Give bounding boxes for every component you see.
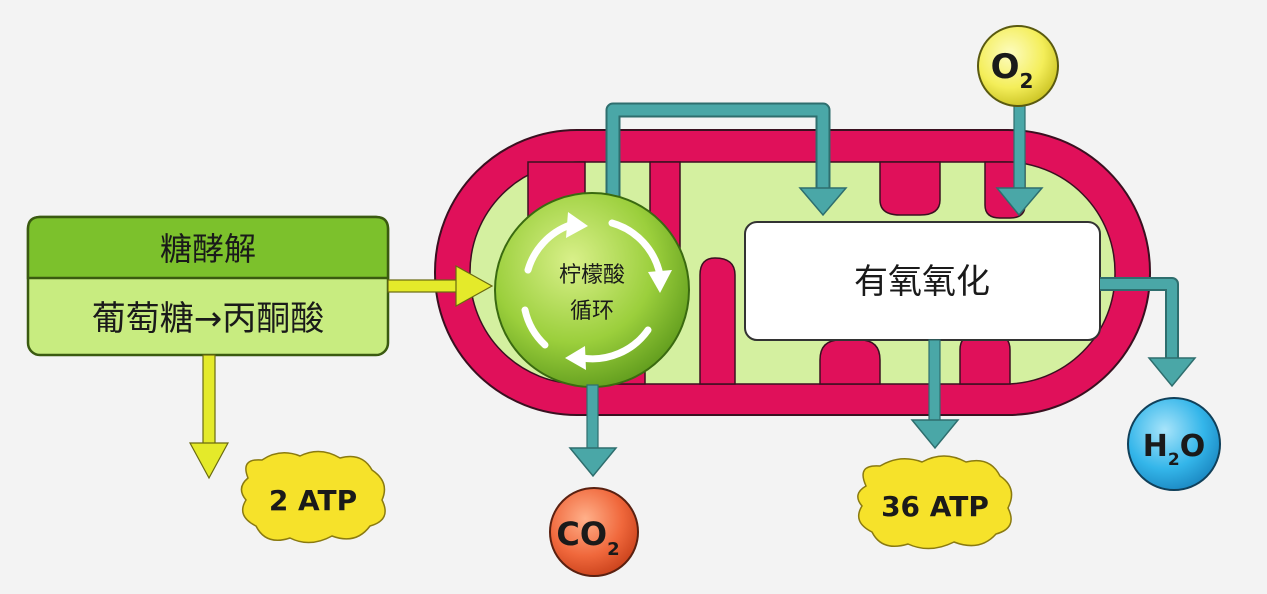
co2-arrow: [568, 384, 618, 478]
glycolysis-atp-label: 2 ATP: [269, 484, 357, 517]
oxidation-label: 有氧氧化: [854, 262, 990, 302]
o2-main: O: [991, 47, 1020, 87]
cycle-arrows-icon: [521, 212, 672, 370]
h2o-sub: 2: [1168, 450, 1180, 470]
h2o-pre: H: [1143, 429, 1168, 464]
glycolysis-atp-arrow: [188, 354, 230, 480]
h2o-arrow: [1100, 277, 1197, 388]
oxidation-atp-label: 36 ATP: [881, 490, 989, 523]
glycolysis-reaction: 葡萄糖→丙酮酸: [92, 299, 325, 339]
glycolysis-box: 糖酵解 葡萄糖→丙酮酸: [26, 215, 390, 357]
svg-text:H2O: H2O: [1143, 429, 1205, 470]
krebs-cycle: 柠檬酸 循环: [494, 192, 690, 388]
svg-text:O2: O2: [991, 47, 1034, 93]
pyruvate-arrow: [387, 264, 494, 308]
o2-arrow: [995, 104, 1044, 217]
krebs-label-line2: 循环: [570, 299, 614, 324]
h2o-post: O: [1180, 429, 1206, 464]
glycolysis-title: 糖酵解: [160, 230, 256, 268]
krebs-label-line1: 柠檬酸: [559, 263, 625, 288]
glycolysis-atp-badge: 2 ATP: [240, 450, 386, 544]
nadh-arrow: [605, 102, 848, 217]
co2-molecule: CO2: [549, 487, 639, 577]
oxidation-atp-badge: 36 ATP: [857, 455, 1013, 550]
co2-sub: 2: [607, 539, 620, 560]
svg-text:CO2: CO2: [556, 515, 619, 560]
oxidation-atp-arrow: [910, 339, 960, 450]
o2-molecule: O2: [977, 25, 1059, 107]
h2o-molecule: H2O: [1127, 397, 1221, 491]
co2-main: CO: [556, 515, 607, 553]
o2-sub: 2: [1019, 69, 1033, 93]
oxidation-box: 有氧氧化: [744, 221, 1101, 341]
